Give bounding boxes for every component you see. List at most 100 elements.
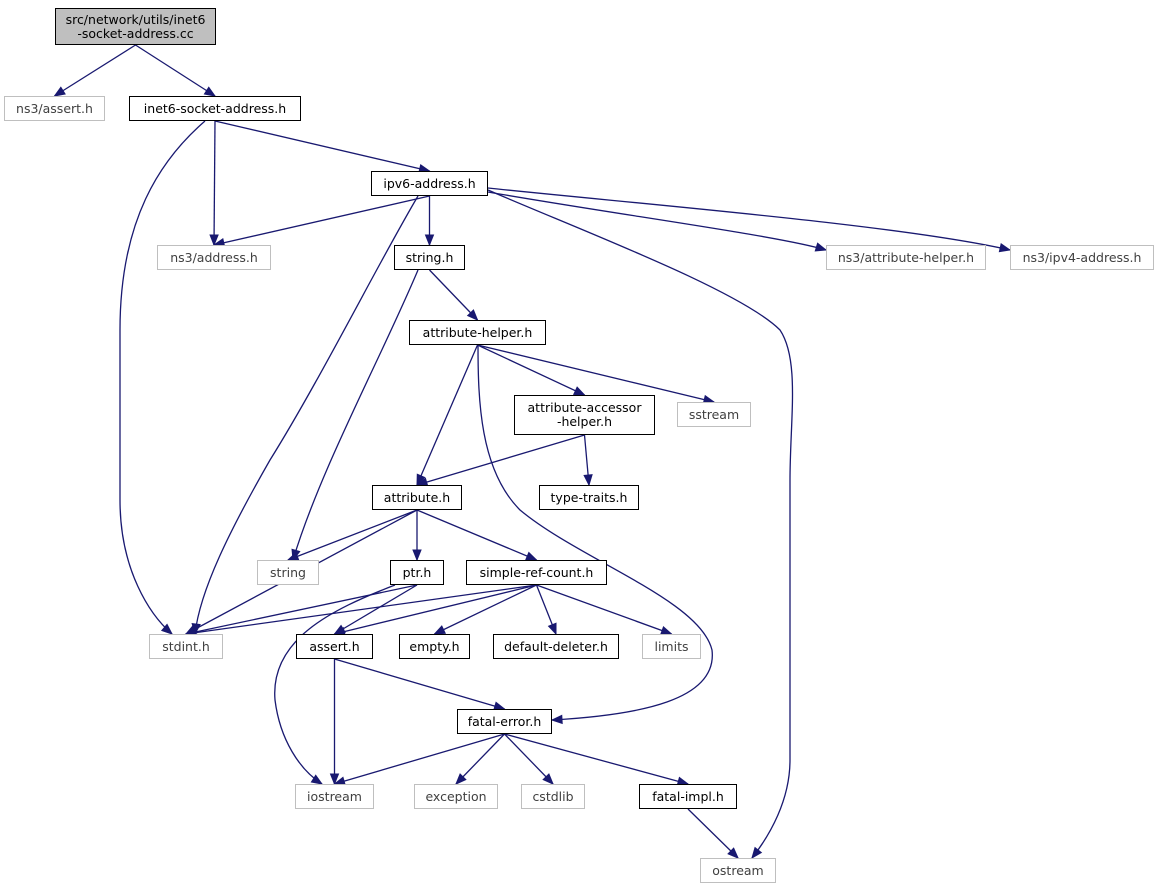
node-empty-h[interactable]: empty.h [399,634,470,659]
edge-inet6-sock-to-stdint [119,120,206,635]
node-sstream: sstream [677,402,751,427]
edge-line [119,120,206,635]
edge-fatal-impl-to-ostream [687,808,739,859]
edge-line [334,584,537,635]
edge-ptr-h-to-iostream [274,584,396,785]
edge-arrowhead [550,714,563,725]
edge-simple-ref-to-assert-h [333,584,537,637]
edge-line [429,269,478,321]
edge-string-h-to-attr-helper [429,269,479,321]
edge-arrowhead [416,473,426,487]
edge-arrowhead [727,847,739,859]
edge-line [487,191,827,251]
edge-arrowhead [209,234,219,247]
node-ostream: ostream [700,858,776,883]
edge-line [135,44,216,97]
edge-arrowhead [998,243,1012,253]
edge-attr-acc-to-attribute-h [415,434,585,487]
edge-arrowhead [572,386,586,396]
edge-line [274,584,396,785]
node-ns3-ipv4: ns3/ipv4-address.h [1010,245,1154,270]
edge-ipv6-addr-to-ostream [487,189,794,860]
edge-line [214,120,430,172]
edge-arrowhead [433,625,447,635]
node-string-h[interactable]: string.h [394,245,465,270]
node-ns3-assert: ns3/assert.h [4,96,105,121]
edge-line [54,44,136,97]
edge-attribute-h-to-simple-ref [416,509,538,561]
node-type-traits[interactable]: type-traits.h [539,485,639,510]
node-simple-ref[interactable]: simple-ref-count.h [466,560,607,585]
edge-arrowhead [547,622,557,636]
edge-line [487,189,794,859]
edge-line [213,120,216,246]
edge-inet6-sock-to-ns3-address [209,120,219,247]
edge-attr-helper-to-attribute-h [416,344,479,487]
edge-fatal-error-to-exception [455,733,505,785]
edge-ipv6-addr-to-string-h [424,196,435,247]
node-attribute-h[interactable]: attribute.h [372,485,462,510]
edge-attr-acc-to-type-traits [583,434,593,487]
edge-line [455,733,505,785]
edge-arrowhead [814,242,828,252]
edge-line [292,269,419,561]
node-default-del[interactable]: default-deleter.h [493,634,619,659]
edge-assert-h-to-iostream [329,659,340,786]
edge-simple-ref-to-default-del [535,584,557,636]
edge-attribute-h-to-ptr-h [412,510,422,562]
node-attr-helper[interactable]: attribute-helper.h [409,320,546,345]
edge-line [185,584,418,635]
edge-line [687,808,739,859]
edge-ipv6-addr-to-ns3-address [212,195,430,248]
edge-fatal-error-to-cstdlib [504,733,554,785]
edge-line [213,195,430,246]
edge-ipv6-addr-to-ns3-ipv4 [487,187,1012,253]
node-cstdlib: cstdlib [521,784,585,809]
edge-simple-ref-to-limits [536,584,673,635]
node-ns3-address: ns3/address.h [157,245,271,270]
edge-arrowhead [455,773,467,785]
edge-ipv6-addr-to-ns3-attr-helper [487,191,828,252]
edge-attr-helper-to-attr-acc [477,344,586,396]
edge-line [477,344,715,403]
node-fatal-impl[interactable]: fatal-impl.h [639,784,737,809]
node-iostream: iostream [295,784,374,809]
edge-line [504,733,689,785]
node-attr-acc[interactable]: attribute-accessor -helper.h [514,395,655,435]
edge-line [334,733,505,785]
edge-assert-h-to-fatal-error [334,658,506,711]
edge-line [416,509,537,561]
node-exception: exception [414,784,498,809]
edge-arrowhead [329,773,340,786]
node-root: src/network/utils/inet6 -socket-address.… [55,8,216,45]
edge-arrowhead [542,773,554,785]
node-inet6-sock[interactable]: inet6-socket-address.h [129,96,301,121]
edge-arrowhead [412,549,422,562]
node-string: string [257,560,319,585]
edge-root-to-inet6-sock [135,44,217,97]
edge-line [185,584,537,635]
edge-root-to-ns3-assert [53,44,136,97]
edge-line [487,187,1011,251]
edge-arrowhead [160,623,174,635]
edge-line [434,584,537,635]
edge-arrowhead [203,86,217,97]
edge-line [504,733,554,785]
node-stdint: stdint.h [149,634,223,659]
edge-ptr-h-to-stdint [184,584,418,637]
edge-line [194,195,419,635]
edge-simple-ref-to-empty-h [433,584,537,635]
edge-line [477,344,713,721]
edge-arrowhead [310,774,324,785]
edge-line [416,344,479,486]
edge-fatal-error-to-fatal-impl [504,733,690,786]
edge-arrowhead [466,309,479,321]
edge-arrowhead [583,474,593,487]
node-ipv6-addr[interactable]: ipv6-address.h [371,171,488,196]
edge-arrowhead [524,551,538,561]
node-ptr-h[interactable]: ptr.h [390,560,444,585]
node-assert-h[interactable]: assert.h [296,634,373,659]
node-fatal-error[interactable]: fatal-error.h [457,709,552,734]
